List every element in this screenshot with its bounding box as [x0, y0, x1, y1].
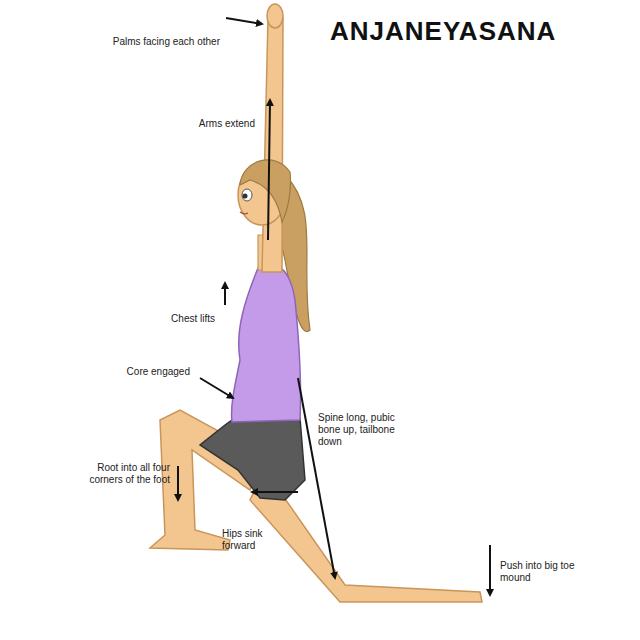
callout-arrows	[178, 18, 490, 595]
callout-label: Push into big toe mound	[500, 560, 575, 584]
hands	[267, 4, 283, 28]
torso	[232, 268, 301, 422]
hair	[240, 160, 291, 222]
callout-label: Hips sink forward	[222, 528, 282, 552]
callout-label: Root into all four corners of the foot	[78, 462, 170, 486]
callout-label: Arms extend	[170, 118, 255, 130]
arms	[262, 18, 283, 272]
diagram-title: ANJANEYASANA	[330, 16, 556, 47]
shorts	[200, 418, 305, 500]
callout-label: Chest lifts	[150, 313, 215, 325]
callout-label: Palms facing each other	[110, 36, 220, 48]
callout-label: Core engaged	[100, 366, 190, 378]
callout-label: Spine long, pubic bone up, tailbone down	[318, 412, 398, 448]
